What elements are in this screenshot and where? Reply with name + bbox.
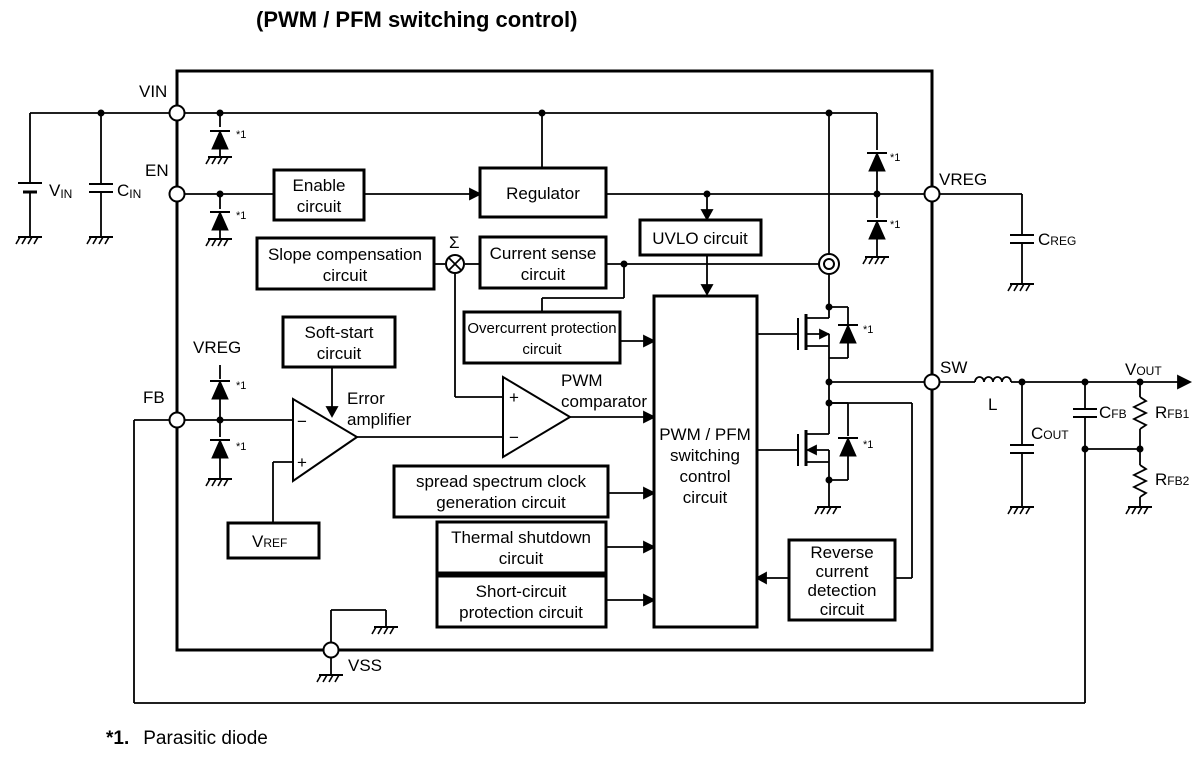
pin-en-label: EN [145,161,169,180]
error-amp-minus: − [297,412,307,431]
pin-vreg-terminal [923,185,941,203]
rfb2-label: RFB2 [1155,470,1190,489]
rfb1-resistor [1131,396,1149,430]
inner-vreg-label: VREG [193,338,241,357]
svg-text:Overcurrent protection: Overcurrent protection [467,320,616,337]
rfb1-label: RFB1 [1155,403,1190,422]
pwm-pfm-control-block [652,294,759,629]
pin-sw-label: SW [940,358,967,377]
vref-label: VREF [252,532,287,551]
svg-text:Slope compensation: Slope compensation [268,245,422,264]
svg-text:Reverse: Reverse [810,543,873,562]
svg-text:detection: detection [808,581,877,600]
vref-block [226,521,321,560]
vin-source-label: VIN [49,181,72,201]
svg-text:circuit: circuit [820,600,865,619]
svg-text:*1: *1 [236,129,246,141]
svg-text:*1: *1 [236,441,246,453]
enable-circuit-block [272,168,366,222]
svg-text:protection circuit: protection circuit [459,603,583,622]
soft-start-block [281,315,397,369]
slope-compensation-block [255,236,436,291]
pwm-comp-plus: + [509,388,519,407]
svg-text:circuit: circuit [323,266,368,285]
pin-vin-terminal [168,104,186,122]
svg-text:*1: *1 [863,324,873,336]
creg-label: CREG [1038,230,1076,249]
svg-text:*1: *1 [890,152,900,164]
thermal-shutdown-block [435,520,608,575]
reverse-current-detection-block [787,538,897,622]
pwm-comp-label: PWM [561,371,603,390]
sigma-label: Σ [449,233,460,252]
vout-arrow [1177,374,1193,390]
svg-text:circuit: circuit [522,341,562,358]
cfb-label: CFB [1099,403,1127,422]
pin-sw-terminal [923,373,941,391]
diagram-title: (PWM / PFM switching control) [256,7,577,32]
input-supply [15,109,170,245]
svg-text:circuit: circuit [317,344,362,363]
error-amplifier [292,397,359,483]
svg-text:current: current [816,562,869,581]
svg-text:control: control [679,467,730,486]
svg-text:Regulator: Regulator [506,184,580,203]
svg-text:circuit: circuit [499,549,544,568]
ic-boundary [175,69,934,652]
pin-vss-label: VSS [348,656,382,675]
svg-text:comparator: comparator [561,392,647,411]
cout-label: COUT [1031,424,1069,443]
svg-text:Enable: Enable [293,176,346,195]
inductor [974,376,1012,383]
pin-fb-terminal [168,411,186,429]
pwm-comp-minus: − [509,428,519,447]
svg-text:circuit: circuit [683,488,728,507]
pin-vreg-label: VREG [939,170,987,189]
svg-text:PWM / PFM: PWM / PFM [659,425,751,444]
error-amp-plus: + [297,453,307,472]
svg-text:UVLO circuit: UVLO circuit [652,229,748,248]
svg-text:circuit: circuit [521,265,566,284]
svg-text:Thermal shutdown: Thermal shutdown [451,528,591,547]
svg-text:spread spectrum clock: spread spectrum clock [416,472,587,491]
spread-spectrum-block [392,464,610,519]
short-circuit-protection-block [435,574,608,629]
pwm-comparator [502,375,572,459]
svg-text:Soft-start: Soft-start [305,323,374,342]
uvlo-block [638,218,763,257]
svg-text:*1: *1 [236,380,246,392]
svg-text:generation circuit: generation circuit [436,493,566,512]
svg-text:*1: *1 [863,439,873,451]
svg-text:circuit: circuit [297,197,342,216]
vout-label: VOUT [1125,360,1162,379]
current-sense-block [478,235,608,290]
svg-text:switching: switching [670,446,740,465]
regulator-block [478,166,608,219]
svg-text:amplifier: amplifier [347,410,412,429]
pin-en-terminal [168,185,186,203]
pin-fb-label: FB [143,388,165,407]
svg-text:Short-circuit: Short-circuit [476,582,567,601]
cin-label: CIN [117,181,141,201]
pin-vss-terminal [322,641,340,659]
footnote: *1.Parasitic diode [106,728,268,749]
svg-text:*1: *1 [236,210,246,222]
inductor-label: L [988,395,997,414]
svg-text:Current sense: Current sense [490,244,597,263]
error-amp-label: Error [347,389,385,408]
svg-text:*1: *1 [890,219,900,231]
rfb2-resistor [1131,464,1149,498]
pin-vin-label: VIN [139,82,167,101]
overcurrent-protection-block [462,310,622,365]
